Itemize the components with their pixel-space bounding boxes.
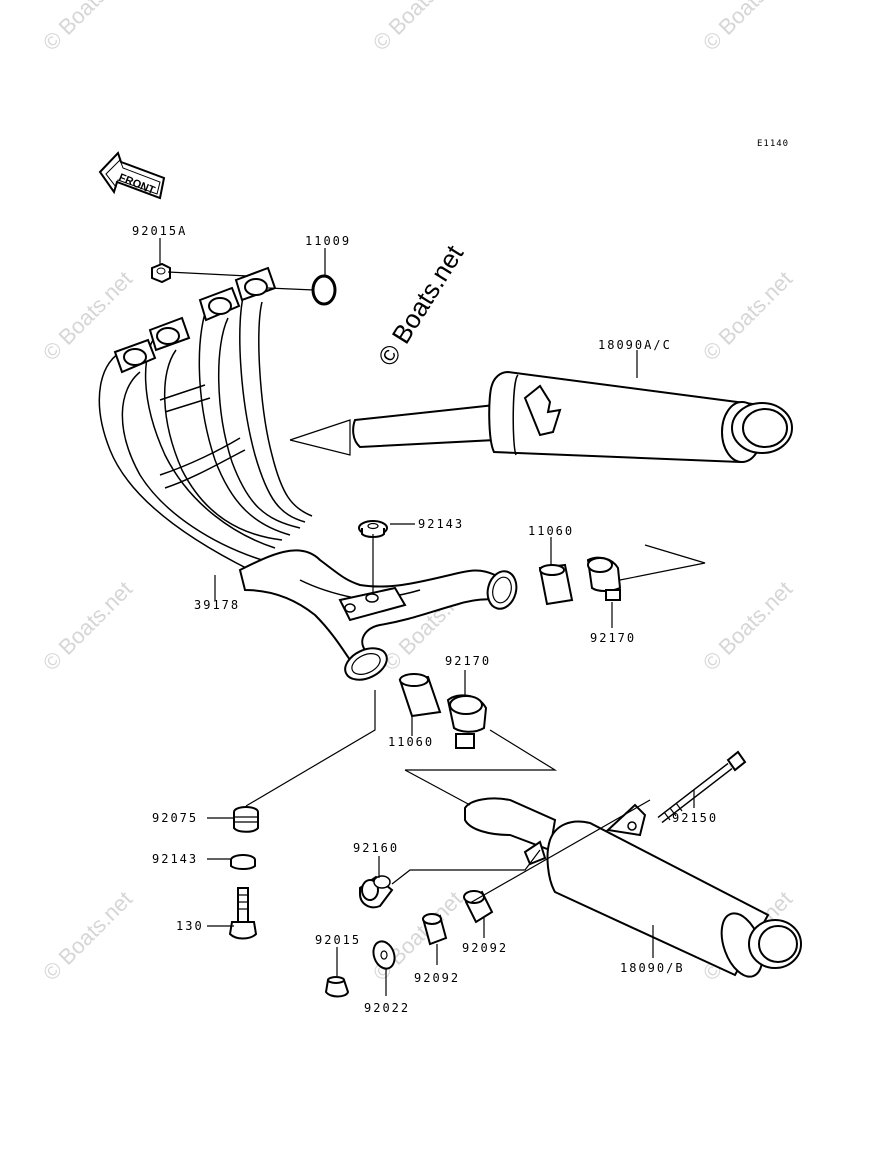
watermark: © Boats.net xyxy=(698,266,797,365)
grommet-92143-lower xyxy=(230,854,256,870)
watermark: © Boats.net xyxy=(698,0,797,56)
label-92170-upper: 92170 xyxy=(590,631,636,645)
label-92143-upper: 92143 xyxy=(418,517,464,531)
washer-92022 xyxy=(372,940,396,970)
label-92170-lower: 92170 xyxy=(445,654,491,668)
bolt-92150 xyxy=(657,750,747,824)
label-18090B: 18090/B xyxy=(620,961,685,975)
label-92150: 92150 xyxy=(672,811,718,825)
collar-92092-left xyxy=(422,913,448,946)
clamp-92170-lower xyxy=(446,694,488,749)
label-92160: 92160 xyxy=(353,841,399,855)
clamp-92170-upper xyxy=(586,556,622,601)
cap-nut-92015 xyxy=(324,976,350,998)
bolt-130 xyxy=(228,887,258,940)
mount-92160 xyxy=(359,875,394,909)
label-130: 130 xyxy=(176,919,204,933)
header-pipe-assembly xyxy=(98,266,518,681)
watermark: © Boats.net xyxy=(38,0,137,56)
label-18090AC: 18090A/C xyxy=(598,338,672,352)
label-92092-right: 92092 xyxy=(462,941,508,955)
leader-lines xyxy=(159,238,695,996)
label-11060-lower: 11060 xyxy=(388,735,434,749)
front-arrow-icon: FRONT xyxy=(98,151,166,200)
header-flange xyxy=(113,266,277,374)
nut-92015A xyxy=(151,262,171,284)
sleeve-11060-lower xyxy=(398,673,442,718)
label-92092-left: 92092 xyxy=(414,971,460,985)
watermark-layer: © Boats.net © Boats.net © Boats.net © Bo… xyxy=(38,0,797,986)
label-92022: 92022 xyxy=(364,1001,410,1015)
gasket-11009 xyxy=(311,274,337,306)
label-92015A: 92015A xyxy=(132,224,187,238)
damper-92075 xyxy=(233,806,259,833)
leader xyxy=(483,799,651,896)
label-92015: 92015 xyxy=(315,933,361,947)
watermark-main: © Boats.net xyxy=(372,239,470,371)
label-92143-lower: 92143 xyxy=(152,852,198,866)
part-labels: 92015A 11009 18090A/C 92143 11060 39178 … xyxy=(132,224,718,1015)
watermark: © Boats.net xyxy=(698,576,797,675)
watermark: © Boats.net xyxy=(368,0,467,56)
label-92075: 92075 xyxy=(152,811,198,825)
muffler-upper xyxy=(289,370,793,464)
sleeve-11060-upper xyxy=(538,563,574,606)
label-11060-upper: 11060 xyxy=(528,524,574,538)
diagram-code: E1140 xyxy=(757,139,789,149)
label-11009: 11009 xyxy=(305,234,351,248)
muffler-lower xyxy=(404,729,802,978)
watermark: © Boats.net xyxy=(38,886,137,985)
collar-92092-right xyxy=(463,890,494,924)
label-39178: 39178 xyxy=(194,598,240,612)
watermark: © Boats.net xyxy=(38,576,137,675)
